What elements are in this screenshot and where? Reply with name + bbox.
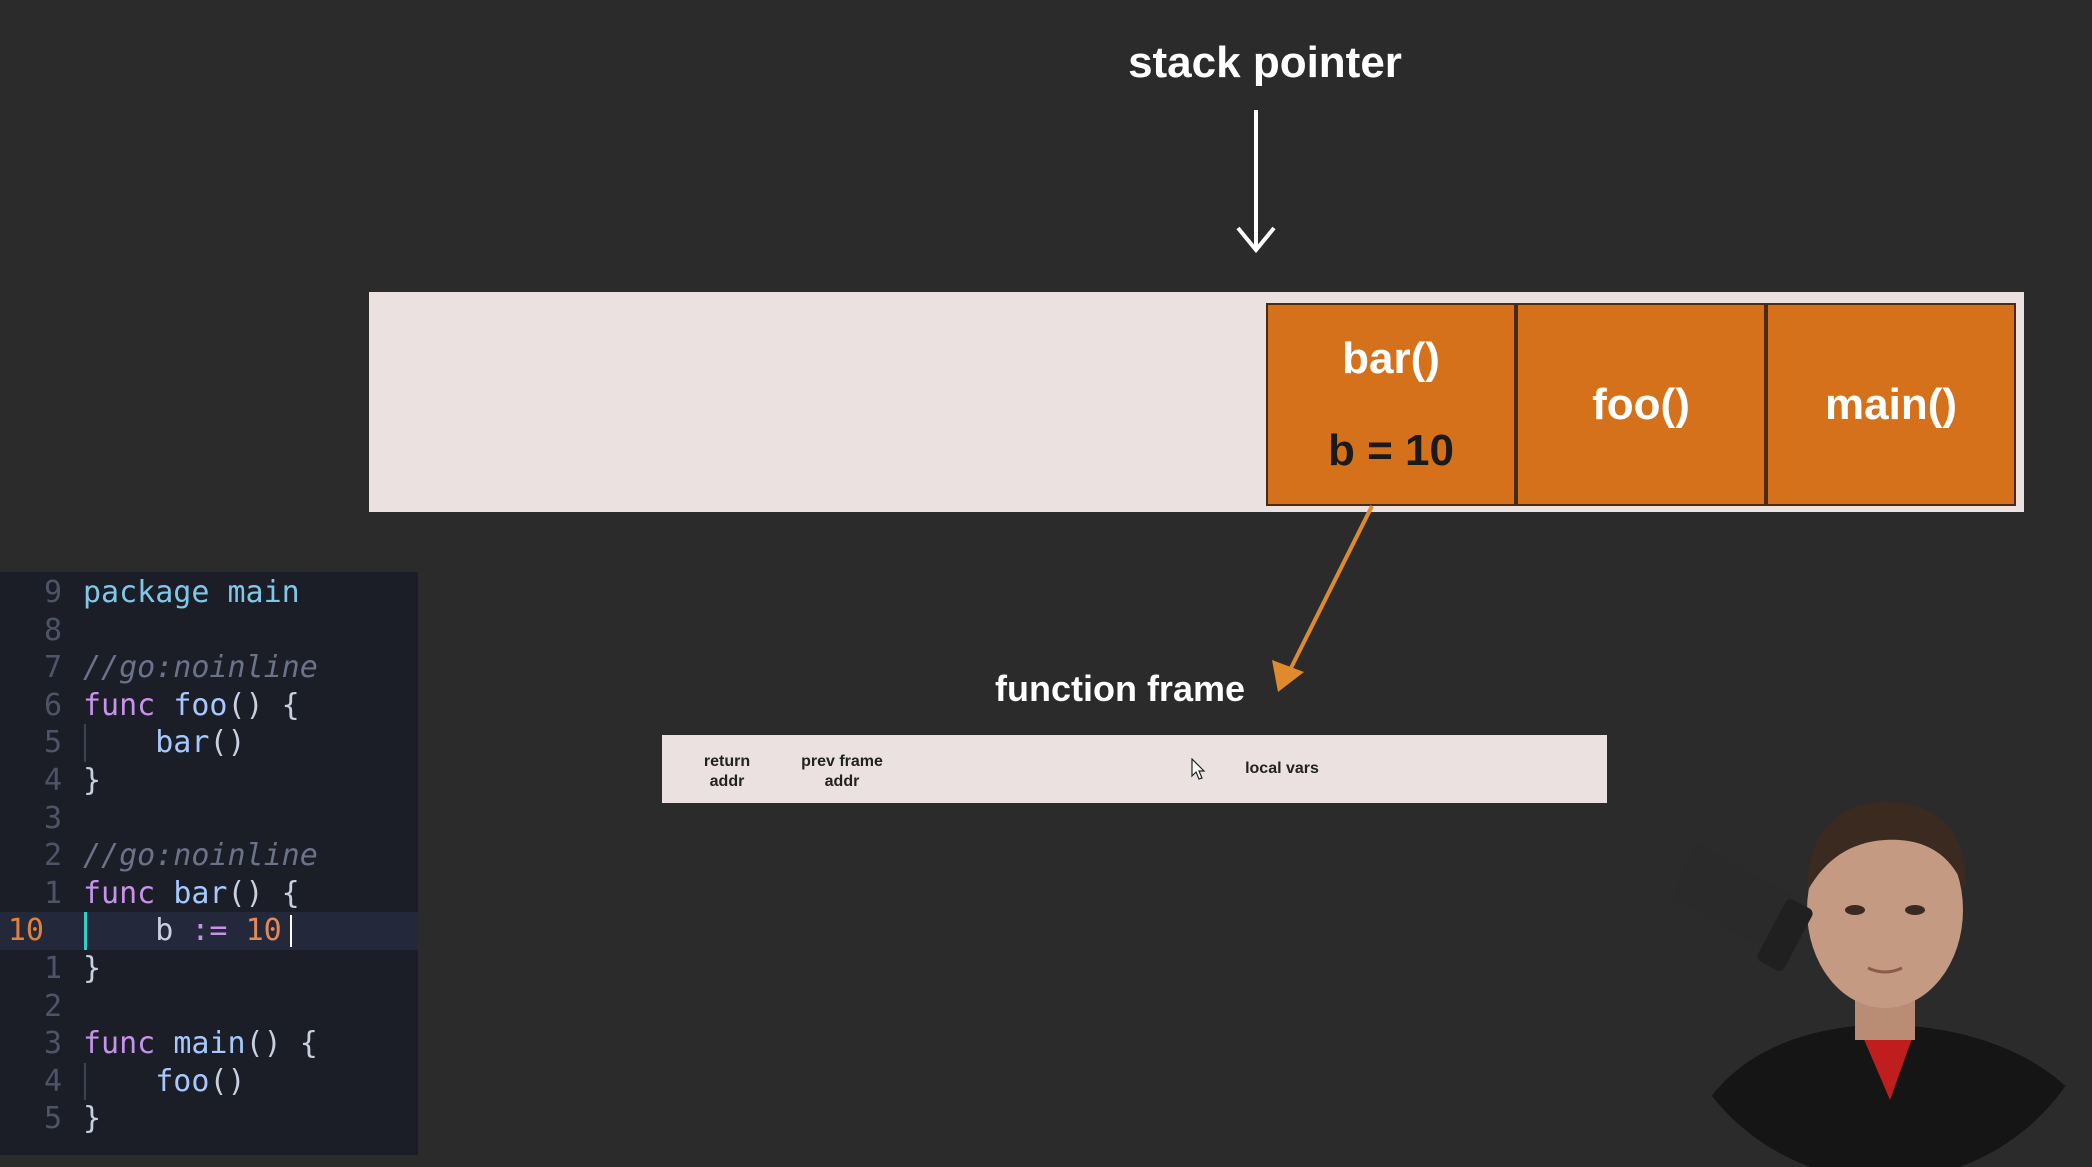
code-token: bar xyxy=(173,875,228,911)
line-number: 4 xyxy=(43,1063,62,1099)
indent-guide xyxy=(84,1062,86,1101)
field-label-line: prev frame xyxy=(801,753,883,770)
code-token: main xyxy=(173,1026,246,1062)
indent-guide xyxy=(84,724,86,762)
code-token: () xyxy=(209,725,246,761)
code-line-current[interactable]: 10 b := 10 xyxy=(0,912,418,950)
code-token xyxy=(83,725,155,760)
frame-name: foo() xyxy=(1592,379,1690,429)
code-text: func bar() { xyxy=(83,875,300,913)
code-token: () xyxy=(209,1063,246,1099)
code-token: } xyxy=(83,763,102,798)
line-number: 2 xyxy=(43,838,62,874)
code-line[interactable]: 4 foo() xyxy=(0,1063,418,1101)
line-number: 1 xyxy=(43,951,62,986)
code-line[interactable]: 9 package main xyxy=(0,574,418,612)
stack-pointer-arrow xyxy=(1236,110,1276,254)
frame-name: bar() xyxy=(1342,333,1440,383)
stack-frame-bar: bar() b = 10 xyxy=(1266,303,1516,506)
code-token: func xyxy=(83,1026,174,1062)
code-line[interactable]: 3 xyxy=(0,800,418,838)
code-line[interactable]: 8 xyxy=(0,612,418,650)
code-token: //go:noinline xyxy=(83,838,318,874)
code-token xyxy=(83,1064,155,1099)
frame-detail-arrow xyxy=(1272,505,1374,692)
line-number: 2 xyxy=(43,988,62,1024)
text-caret xyxy=(290,915,292,948)
field-label-line: local vars xyxy=(1245,760,1319,777)
code-token: package main xyxy=(83,575,300,610)
field-label-line: return xyxy=(703,753,751,770)
code-line[interactable]: 4} xyxy=(0,762,418,800)
code-text: foo() xyxy=(83,1063,246,1101)
code-token: () { xyxy=(227,687,300,723)
line-number: 5 xyxy=(43,1101,62,1137)
code-text: b := 10 xyxy=(83,912,282,950)
stack-frame-main: main() xyxy=(1766,303,2016,506)
code-line[interactable]: 6 func foo() { xyxy=(0,687,418,725)
stack-pointer-label: stack pointer xyxy=(1128,38,1402,87)
code-line[interactable]: 2 xyxy=(0,988,418,1026)
code-text: //go:noinline xyxy=(83,649,318,687)
code-line[interactable]: 3 func main() { xyxy=(0,1025,418,1063)
code-token: bar xyxy=(155,725,210,761)
code-text: } xyxy=(83,762,101,800)
code-line[interactable]: 5 bar() xyxy=(0,724,418,762)
code-text: //go:noinline xyxy=(83,837,318,875)
field-label-line: addr xyxy=(709,773,745,790)
code-line[interactable]: 2 //go:noinline xyxy=(0,837,418,875)
indent-guide-active xyxy=(84,912,87,950)
line-number: 10 xyxy=(7,913,44,949)
code-token: foo xyxy=(173,687,228,723)
code-line[interactable]: 1} xyxy=(0,950,418,988)
local-vars-field: local vars xyxy=(1182,759,1382,779)
function-frame-box: return addr prev frame addr local vars xyxy=(662,735,1607,803)
code-token: } xyxy=(83,1101,102,1137)
line-number: 3 xyxy=(43,800,62,836)
prev-frame-addr-field: prev frame addr xyxy=(782,752,902,792)
code-line[interactable]: 7 //go:noinline xyxy=(0,649,418,687)
code-token: 10 xyxy=(245,913,282,949)
frame-variable: b = 10 xyxy=(1328,425,1454,475)
code-line[interactable]: 5} xyxy=(0,1100,418,1138)
code-text: func foo() { xyxy=(83,687,300,725)
code-token: } xyxy=(83,951,102,986)
code-token: func xyxy=(83,875,174,911)
line-number: 8 xyxy=(43,612,62,648)
mouse-cursor-icon xyxy=(1191,758,1206,780)
code-token: () { xyxy=(245,1026,318,1062)
code-text: } xyxy=(83,950,101,988)
field-label-line: addr xyxy=(824,773,860,790)
code-token xyxy=(228,913,246,948)
code-text: bar() xyxy=(83,724,246,762)
line-number: 5 xyxy=(43,725,62,761)
line-number: 4 xyxy=(43,763,62,798)
stack-frame-foo: foo() xyxy=(1516,303,1766,506)
webcam-presenter xyxy=(1665,740,2092,1167)
code-token: () { xyxy=(227,875,300,911)
line-number: 1 xyxy=(43,875,62,911)
line-number: 7 xyxy=(43,650,62,686)
line-number: 9 xyxy=(43,575,62,610)
code-token: := xyxy=(191,913,228,949)
stack-memory: bar() b = 10 foo() main() xyxy=(369,292,2024,512)
line-number: 3 xyxy=(43,1026,62,1062)
code-text: package main xyxy=(83,574,300,612)
frame-name: main() xyxy=(1825,379,1957,429)
code-line[interactable]: 1 func bar() { xyxy=(0,875,418,913)
function-frame-label: function frame xyxy=(994,668,1245,709)
code-token: foo xyxy=(155,1063,210,1099)
line-number: 6 xyxy=(43,687,62,723)
return-addr-field: return addr xyxy=(682,752,772,792)
code-text: } xyxy=(83,1100,101,1138)
code-token: b xyxy=(83,913,192,949)
code-token: //go:noinline xyxy=(83,650,318,686)
code-token: func xyxy=(83,687,174,723)
code-text: func main() { xyxy=(83,1025,318,1063)
